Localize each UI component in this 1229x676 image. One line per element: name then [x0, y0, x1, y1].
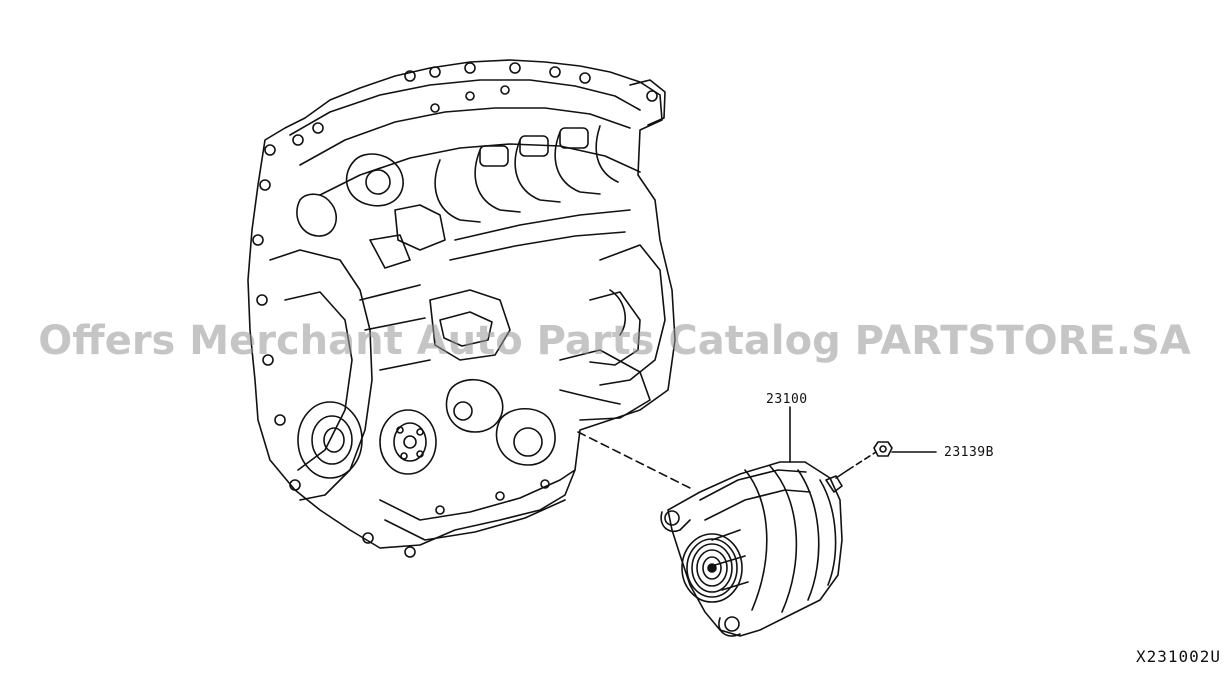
alternator-part-number[interactable]: 23100 [766, 392, 808, 407]
engine-assembly [247, 59, 676, 558]
nut-part-number[interactable]: 23139B [944, 445, 994, 460]
cover-bolts [252, 62, 591, 558]
mount-leader-line [577, 431, 691, 489]
nut-leader-line [847, 451, 877, 471]
alternator [660, 461, 849, 637]
watermark: Offers Merchant Auto Parts Catalog PARTS… [38, 318, 1191, 364]
pump-pulley [379, 409, 437, 475]
intake-runners [434, 125, 619, 223]
alternator-pulley [681, 533, 743, 603]
figure-code: X231002U [1135, 647, 1221, 666]
crank-pulley [297, 401, 363, 479]
nut [873, 441, 893, 457]
